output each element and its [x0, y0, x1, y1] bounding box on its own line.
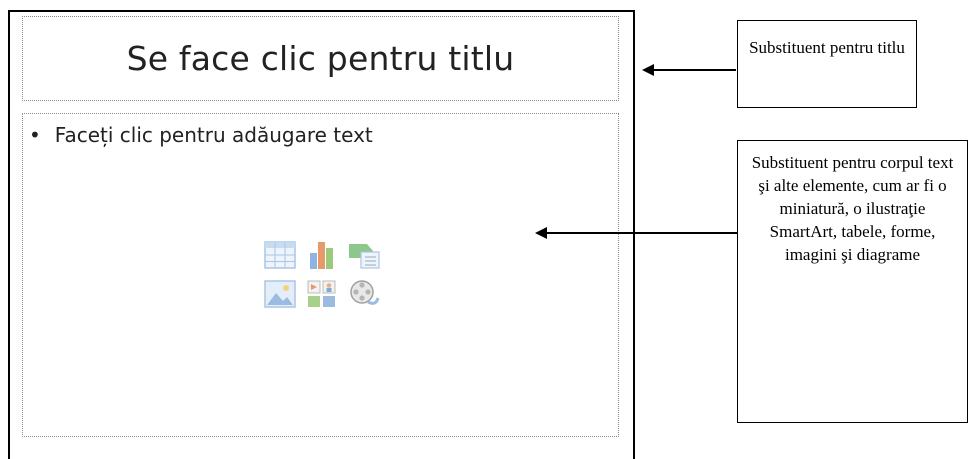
title-placeholder[interactable]: Se face clic pentru titlu [22, 16, 619, 101]
insert-smartart-icon[interactable] [344, 236, 384, 273]
body-bullet-text: Faceți clic pentru adăugare text [54, 123, 373, 147]
insert-media-icon[interactable] [344, 275, 384, 312]
title-placeholder-text: Se face clic pentru titlu [126, 39, 515, 78]
insert-picture-icon[interactable] [260, 275, 300, 312]
content-placeholder[interactable]: • Faceți clic pentru adăugare text [22, 113, 619, 437]
insert-table-icon[interactable] [260, 236, 300, 273]
body-bullet-item: • Faceți clic pentru adăugare text [29, 123, 373, 147]
title-placeholder-callout: Substituent pentru titlu [737, 20, 917, 108]
insert-clipart-icon[interactable] [302, 275, 342, 312]
slide-frame: Se face clic pentru titlu • Faceți clic p… [8, 10, 635, 459]
content-callout-arrow [535, 227, 737, 239]
insert-chart-icon[interactable] [302, 236, 342, 273]
bullet-glyph: • [29, 123, 41, 147]
title-callout-arrow [642, 64, 736, 76]
insert-content-icons [260, 236, 380, 314]
content-placeholder-callout: Substituent pentru corpul text şi alte e… [737, 140, 968, 423]
